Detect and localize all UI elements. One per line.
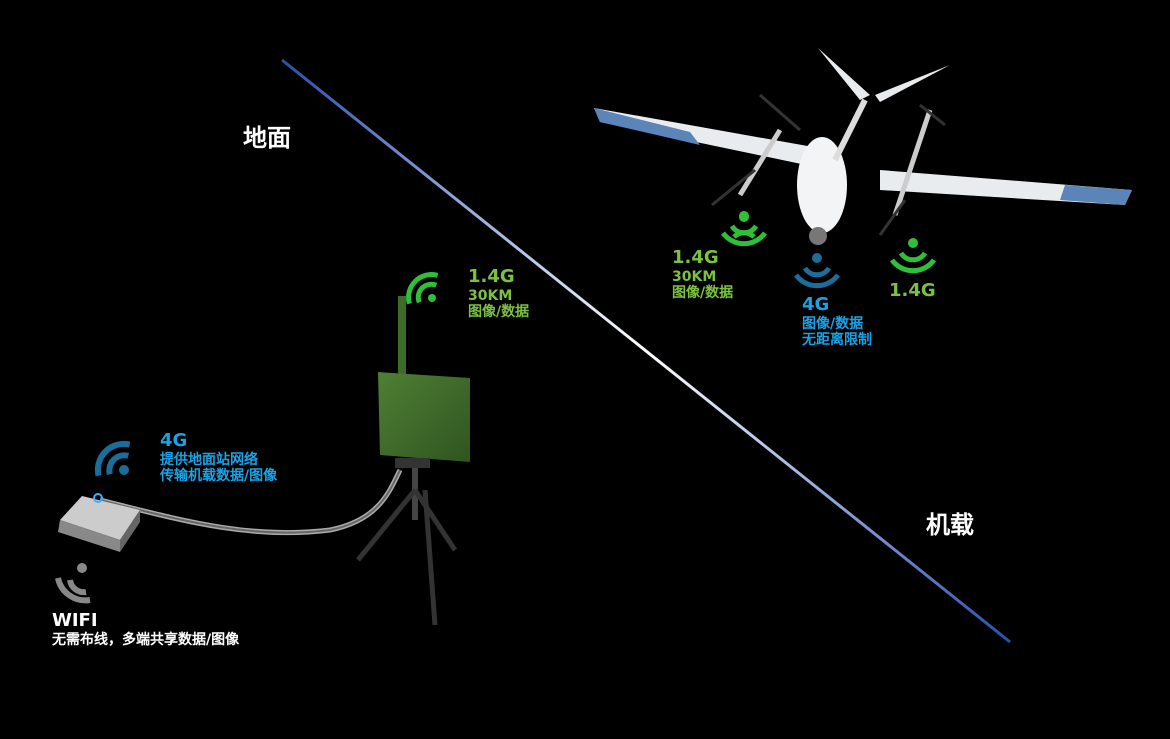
drone-link-left-range: 30KM bbox=[672, 268, 717, 285]
signal-icon-drone-1.4g-right bbox=[889, 238, 937, 274]
signal-icon-ground-1.4g bbox=[406, 272, 439, 305]
signal-icon-drone-4g bbox=[793, 253, 841, 289]
ground-label: 地面 bbox=[243, 124, 291, 152]
airborne-label: 机载 bbox=[926, 511, 974, 539]
ground-link-info: 1.4G 30KM 图像/数据 bbox=[468, 266, 529, 321]
router-4g-band: 4G bbox=[160, 430, 188, 451]
drone-4g-line2: 无距离限制 bbox=[802, 332, 872, 349]
drone-image bbox=[594, 48, 1132, 245]
router-device-image bbox=[58, 493, 140, 552]
ground-link-range: 30KM bbox=[468, 287, 513, 304]
router-4g-line1: 提供地面站网络 bbox=[160, 451, 258, 468]
wifi-icon bbox=[55, 563, 91, 604]
drone-link-left-band: 1.4G bbox=[672, 247, 719, 268]
wifi-info: WIFI 无需布线，多端共享数据/图像 bbox=[52, 610, 239, 648]
drone-link-right-band: 1.4G bbox=[889, 280, 936, 301]
drone-link-left-info: 1.4G 30KM 图像/数据 bbox=[672, 247, 733, 302]
drone-4g-line1: 图像/数据 bbox=[802, 315, 864, 332]
ground-link-content: 图像/数据 bbox=[468, 304, 530, 321]
drone-link-left-content: 图像/数据 bbox=[672, 285, 734, 302]
divider-line bbox=[281, 58, 1011, 644]
drone-4g-band: 4G bbox=[802, 294, 830, 315]
ground-link-band: 1.4G bbox=[468, 266, 515, 287]
wifi-title: WIFI bbox=[52, 610, 98, 631]
router-4g-line2: 传输机载数据/图像 bbox=[160, 468, 278, 485]
ground-station-image bbox=[99, 296, 470, 626]
drone-4g-info: 4G 图像/数据 无距离限制 bbox=[802, 294, 872, 349]
wifi-desc: 无需布线，多端共享数据/图像 bbox=[52, 631, 240, 648]
router-4g-info: 4G 提供地面站网络 传输机载数据/图像 bbox=[160, 430, 277, 485]
signal-icon-drone-1.4g-left-arc bbox=[720, 211, 768, 247]
signal-icon-router-4g bbox=[94, 440, 131, 477]
